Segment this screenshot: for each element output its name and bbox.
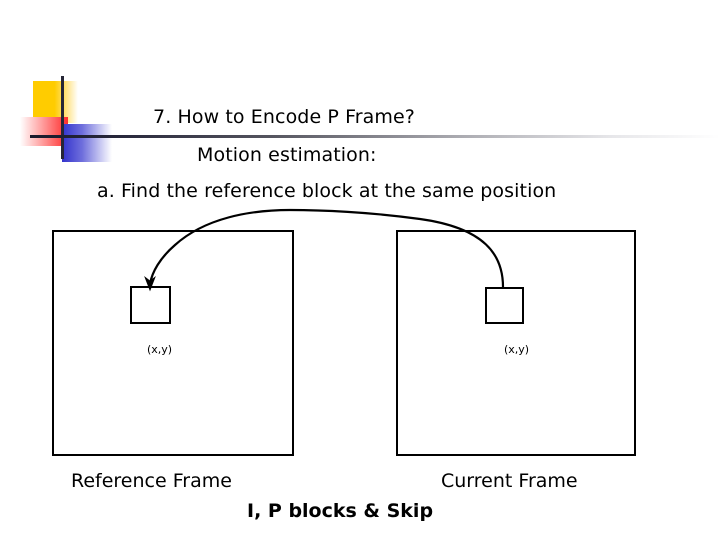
current-block-coordinate-label: (x,y) (504, 343, 530, 356)
reference-frame-box (52, 230, 294, 456)
reference-frame-caption: Reference Frame (71, 470, 232, 492)
reference-macroblock (130, 286, 171, 324)
slide-title: 7. How to Encode P Frame? (153, 106, 415, 128)
reference-block-coordinate-label: (x,y) (147, 343, 173, 356)
logo-red-square-icon (20, 117, 68, 146)
slide-subtitle: Motion estimation: (197, 144, 377, 166)
logo-blue-square-icon (62, 124, 112, 162)
logo-yellow-square-icon (33, 81, 78, 123)
current-macroblock (485, 287, 524, 324)
header-divider-rule (30, 135, 720, 138)
footer-note: I, P blocks & Skip (247, 500, 434, 522)
current-frame-caption: Current Frame (441, 470, 578, 492)
slide-bullet-a: a. Find the reference block at the same … (97, 180, 557, 202)
logo-vertical-bar-icon (61, 76, 64, 159)
current-frame-box (396, 230, 636, 456)
